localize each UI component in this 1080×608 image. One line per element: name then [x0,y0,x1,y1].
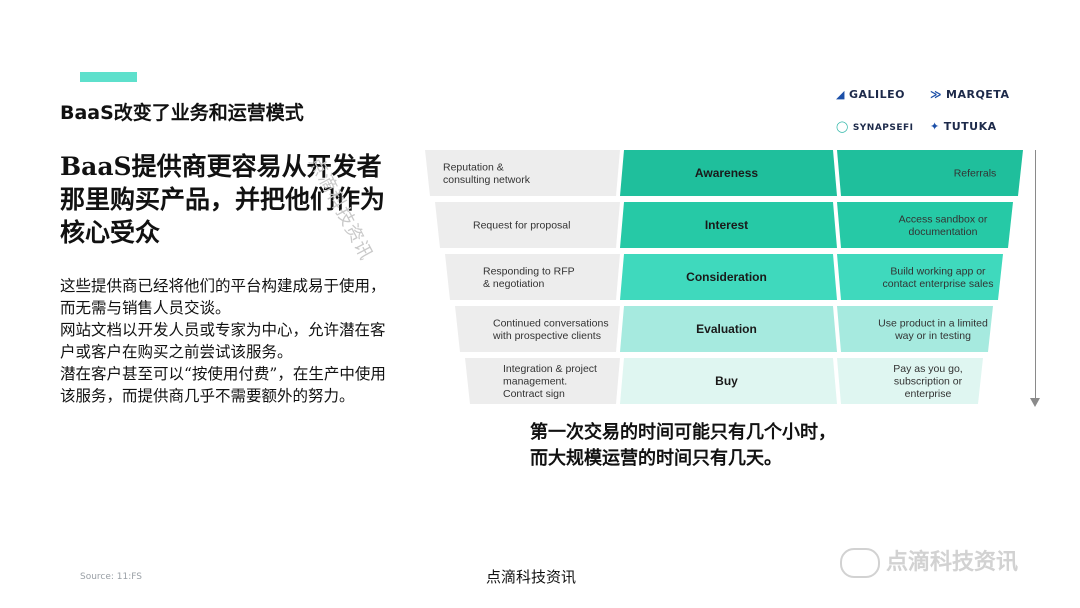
body-text: 这些提供商已经将他们的平台构建成易于使用，而无需与销售人员交谈。 网站文档以开发… [60,275,395,407]
funnel-left-block [435,202,620,248]
funnel-left-label: Responding to RFP& negotiation [483,265,575,290]
funnel-left-block [455,306,620,352]
footer-text: 点滴科技资讯 [486,568,577,586]
funnel-right-label: Referrals [954,168,997,180]
funnel-left-label: Request for proposal [473,220,570,232]
funnel-stage-block [620,358,837,404]
funnel-left-label: Reputation &consulting network [443,161,531,186]
chat-bubble-icon [840,548,880,578]
funnel-stage-label: Awareness [695,166,758,180]
funnel-right-block [837,306,993,352]
funnel-stage-label: Interest [705,218,748,232]
synapse-logo: ◯SYNAPSEFI [836,120,914,133]
source-note: Source: 11:FS [80,572,143,582]
time-arrow-line [1035,150,1036,402]
marqeta-logo-icon: ≫ [930,88,943,101]
body-paragraph: 这些提供商已经将他们的平台构建成易于使用，而无需与销售人员交谈。 [60,277,386,317]
synapse-logo-icon: ◯ [836,120,849,133]
caption-line: 而大规模运营的时间只有几天。 [530,448,782,469]
funnel-stage-label: Buy [715,374,738,388]
funnel-left-block [465,358,620,404]
body-paragraph: 潜在客户甚至可以“按使用付费”，在生产中使用该服务，而提供商几乎不需要额外的努力… [60,365,386,405]
marqeta-logo: ≫MARQETA [930,88,1010,101]
funnel-stage-block [620,306,837,352]
tutuka-logo: ✦TUTUKA [930,120,997,133]
brand-watermark: 点滴科技资讯 [840,544,1018,578]
galileo-logo: ◢GALILEO [836,88,905,101]
funnel-stage-block [620,150,837,196]
partner-logos: ◢GALILEO ≫MARQETA ◯SYNAPSEFI ✦TUTUKA [832,84,1022,140]
accent-bar [80,72,137,82]
caption: 第一次交易的时间可能只有几个小时， 而大规模运营的时间只有几天。 [530,420,836,472]
funnel-right-block [837,202,1013,248]
funnel-stage-block [620,202,837,248]
funnel-left-block [445,254,620,300]
tutuka-logo-icon: ✦ [930,120,940,133]
body-paragraph: 网站文档以开发人员或专家为中心，允许潜在客户或客户在购买之前尝试该服务。 [60,321,386,361]
galileo-logo-icon: ◢ [836,88,845,101]
caption-line: 第一次交易的时间可能只有几个小时， [530,422,836,443]
funnel-right-block [837,150,1023,196]
funnel-right-block [837,358,983,404]
funnel-stage-block [620,254,837,300]
section-title: BaaS改变了业务和运营模式 [60,102,304,124]
funnel-stage-label: Evaluation [696,322,757,336]
time-arrow-head [1030,398,1040,407]
funnel-stage-label: Consideration [686,270,767,284]
funnel-right-block [837,254,1003,300]
funnel-left-block [425,150,620,196]
headline: BaaS提供商更容易从开发者那里购买产品，并把他们作为核心受众 [60,152,386,247]
